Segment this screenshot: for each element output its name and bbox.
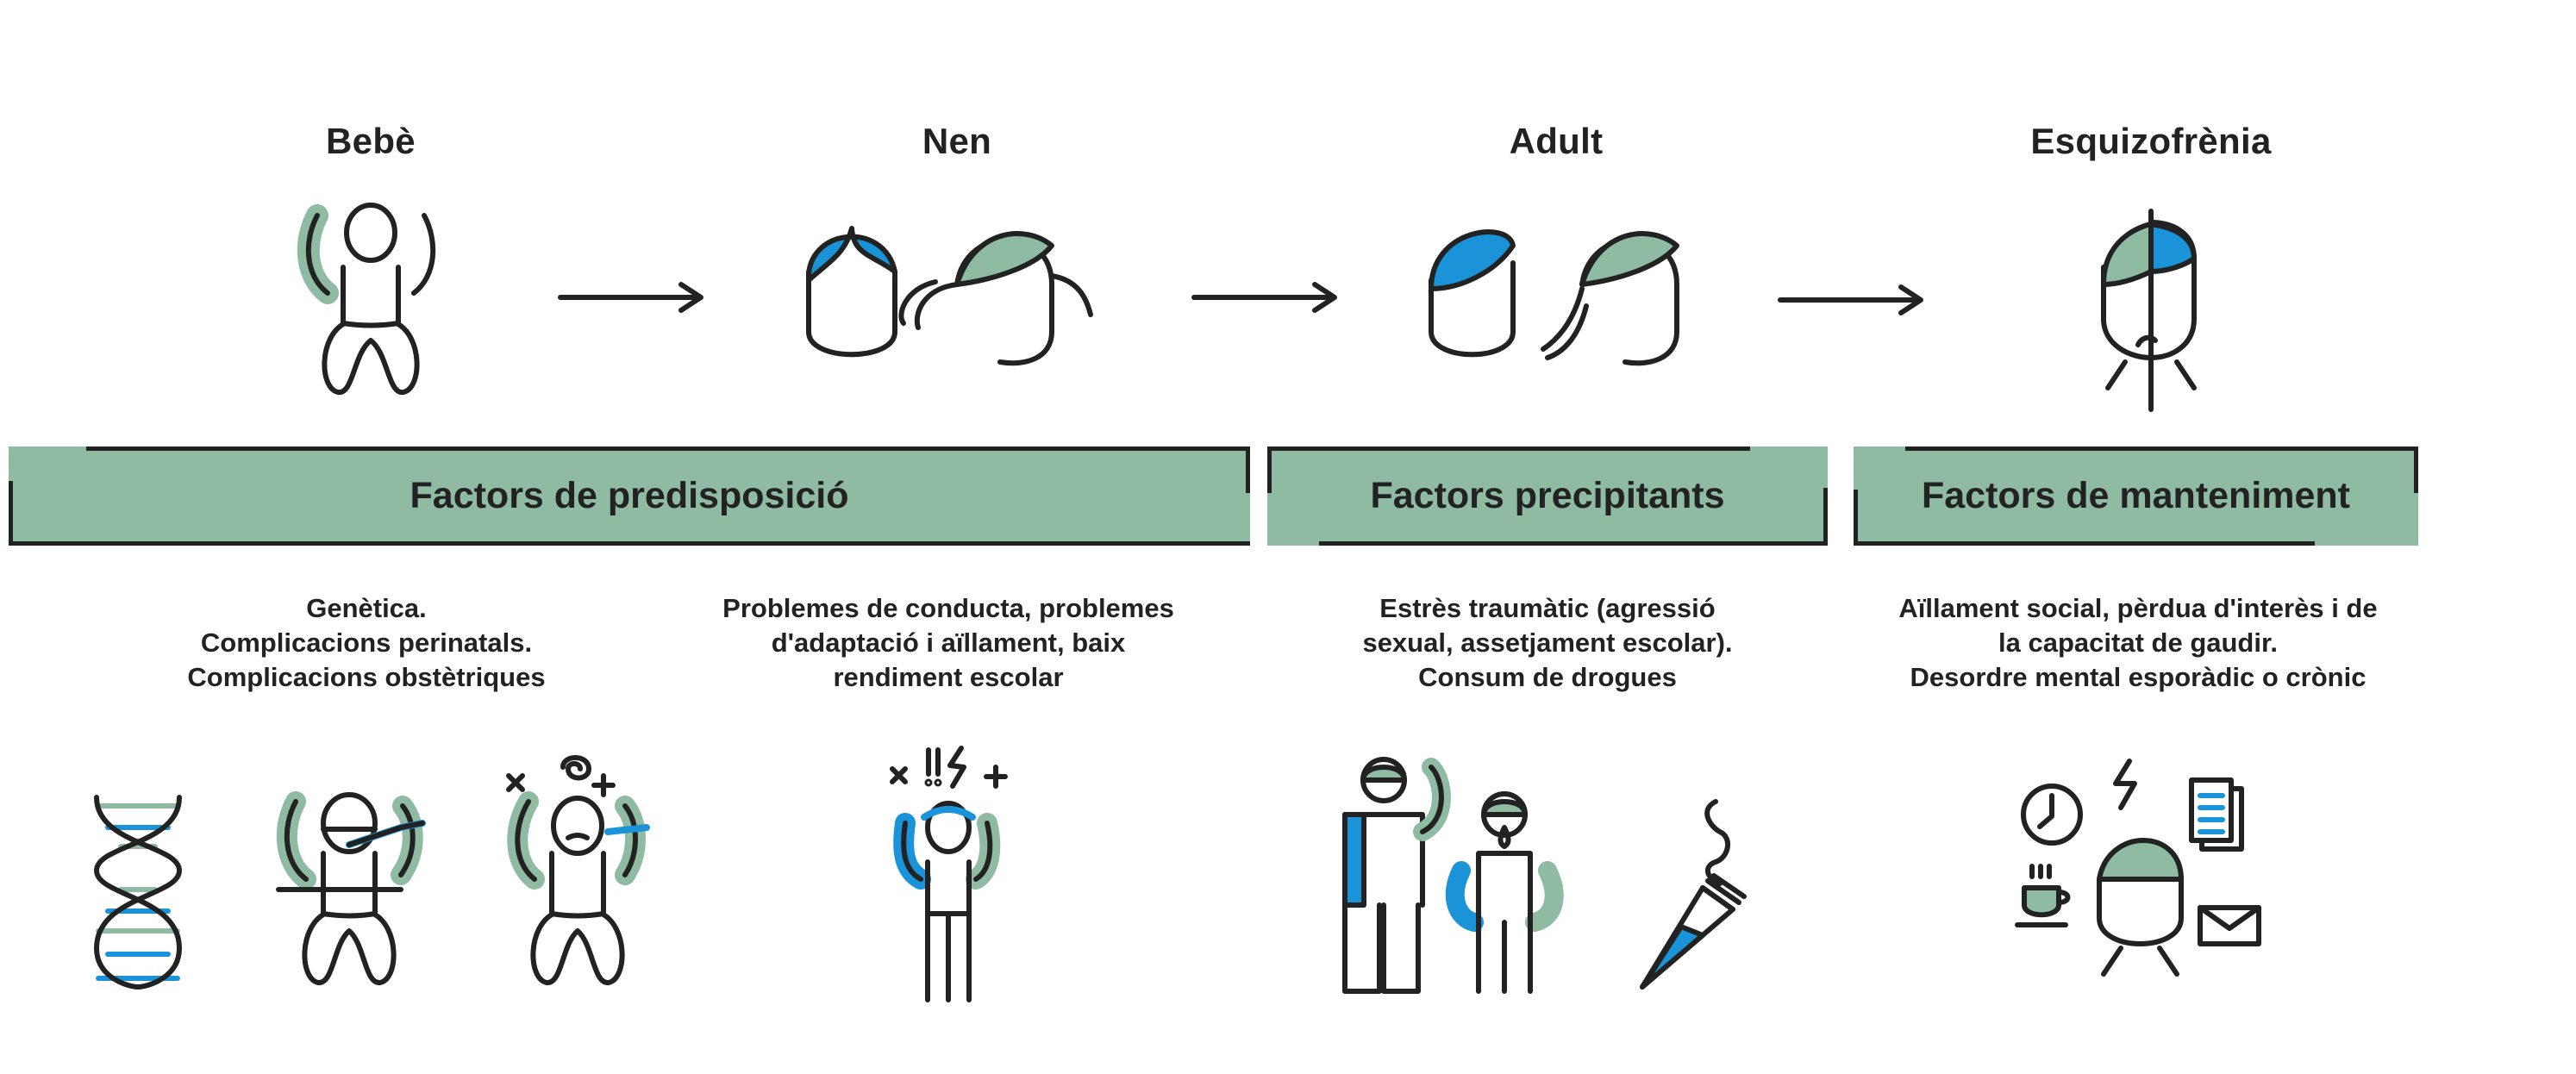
drug-cone-icon [1640,799,1747,990]
two-people-icon [1342,757,1564,994]
banner-label: Factors de manteniment [1922,475,2350,516]
stage-title-baby: Bebè [326,121,416,161]
baby-with-cord-icon [276,791,426,985]
isolated-person-icon [2015,759,2261,977]
description-line: Estrès traumàtic (agressió [1379,593,1716,623]
description-predisposition-early: Genètica. Complicacions perinatals. Comp… [112,591,621,695]
banner-precipitating: Factors precipitants [1267,446,1828,546]
description-line: la capacitat de gaudir. [1998,628,2278,658]
adult-heads-icon [1429,229,1679,366]
banner-maintenance: Factors de manteniment [1854,446,2418,546]
banner-label: Factors de predisposició [410,475,849,516]
arrow-right-icon [1191,282,1337,313]
distressed-baby-icon [506,755,650,985]
description-line: Complicacions obstètriques [187,662,546,692]
dna-icon [93,795,183,990]
stressed-child-icon [890,746,1008,1002]
description-line: Genètica. [306,593,427,623]
description-line: Desordre mental esporàdic o crònic [1910,662,2367,692]
arrow-right-icon [558,282,703,313]
stage-title-child: Nen [922,121,992,161]
arrow-right-icon [1778,284,1923,315]
description-line: d'adaptació i aïllament, baix [771,628,1126,658]
split-head-icon [2101,209,2197,412]
children-heads-icon [805,226,1093,366]
description-line: sexual, assetjament escolar). [1362,628,1733,658]
description-line: Aïllament social, pèrdua d'interès i de [1898,593,2378,623]
description-line: Problemes de conducta, problemes [722,593,1174,623]
banner-label: Factors precipitants [1370,475,1725,516]
description-predisposition-child: Problemes de conducta, problemes d'adapt… [681,591,1216,695]
description-maintenance: Aïllament social, pèrdua d'interès i de … [1845,591,2431,695]
description-precipitating: Estrès traumàtic (agressió sexual, asset… [1285,591,1810,695]
baby-icon [297,203,436,395]
stage-title-schizophrenia: Esquizofrènia [2030,121,2272,161]
stage-title-adult: Adult [1509,121,1604,161]
description-line: rendiment escolar [833,662,1064,692]
banner-predisposition: Factors de predisposició [9,446,1250,546]
description-line: Consum de drogues [1418,662,1677,692]
description-line: Complicacions perinatals. [200,628,533,658]
